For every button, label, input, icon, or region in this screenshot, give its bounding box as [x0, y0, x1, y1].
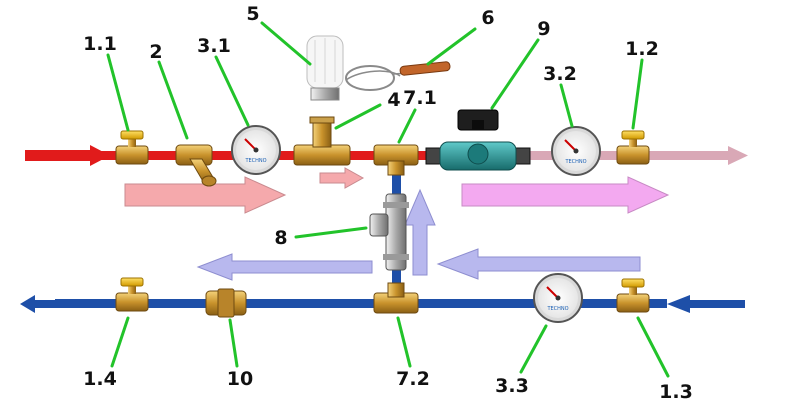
leader-9	[490, 38, 540, 110]
label-3-2: 3.2	[543, 63, 577, 85]
label-1-2: 1.2	[625, 38, 659, 60]
three-way-valve-4	[293, 116, 351, 166]
leader-3-2	[559, 83, 574, 128]
thermometer-3-2: TECHNO	[551, 126, 601, 176]
ball-valve-1-2	[616, 130, 650, 165]
label-3-1: 3.1	[197, 35, 231, 57]
return-outlet-arrow	[20, 295, 58, 313]
label-8: 8	[274, 227, 287, 249]
label-7-2: 7.2	[396, 368, 430, 390]
component-labels: 1.1 2 3.1 5 6 9 3.2 1.2 4 7.1 8 1.4 10 7…	[83, 3, 693, 403]
label-1-3: 1.3	[659, 381, 693, 403]
tee-fitting-7-1	[373, 144, 419, 176]
leader-6	[426, 27, 477, 66]
thermometer-3-3: TECHNO	[533, 273, 583, 323]
return-flow-arrow-left	[196, 253, 373, 281]
label-7-1: 7.1	[403, 87, 437, 109]
supply-flow-arrow	[124, 176, 287, 214]
capillary-sensor-6	[345, 61, 451, 91]
thermometer-3-1: TECHNO	[231, 125, 281, 175]
gauge-brand-label: TECHNO	[546, 306, 568, 312]
label-3-3: 3.3	[495, 375, 529, 397]
leader-4	[334, 103, 382, 130]
leader-1-3	[636, 316, 670, 378]
tee-fitting-7-2	[373, 282, 419, 314]
leader-3-1	[214, 55, 250, 127]
leader-8	[294, 226, 368, 239]
ball-valve-1-4	[115, 277, 149, 312]
circulation-pump-9	[425, 109, 531, 171]
leader-10	[228, 318, 239, 368]
return-flow-arrow-right	[436, 248, 641, 280]
label-2: 2	[149, 41, 162, 63]
leader-7-1	[397, 108, 417, 144]
supply-outlet-arrow	[715, 146, 748, 165]
leader-2	[157, 60, 189, 140]
leader-1-2	[631, 58, 644, 130]
ball-valve-1-3	[616, 278, 650, 313]
supply-out-flow-arrow	[461, 176, 670, 214]
leader-1-1	[106, 53, 130, 132]
label-10: 10	[227, 368, 253, 390]
supply-inlet-arrow	[25, 145, 110, 166]
label-1-1: 1.1	[83, 33, 117, 55]
leader-3-3	[519, 324, 548, 374]
label-9: 9	[537, 18, 550, 40]
gauge-brand-label: TECHNO	[244, 158, 266, 164]
bypass-flow-arrow	[404, 188, 436, 276]
leader-lines	[106, 21, 670, 378]
label-4: 4	[387, 89, 400, 111]
balancing-valve-8	[369, 193, 409, 271]
check-valve-10	[205, 288, 247, 318]
mixing-flow-arrow	[319, 167, 365, 189]
leader-5	[260, 21, 312, 66]
label-6: 6	[481, 7, 494, 29]
ball-valve-1-1	[115, 130, 149, 165]
strainer-2	[175, 144, 217, 187]
leader-1-4	[110, 316, 130, 368]
return-inlet-arrow	[667, 295, 745, 313]
gauge-brand-label: TECHNO	[564, 159, 586, 165]
label-1-4: 1.4	[83, 368, 117, 390]
return-pipe	[55, 299, 667, 308]
leader-7-2	[396, 316, 412, 368]
label-5: 5	[246, 3, 259, 25]
thermostatic-head-5	[306, 35, 344, 101]
